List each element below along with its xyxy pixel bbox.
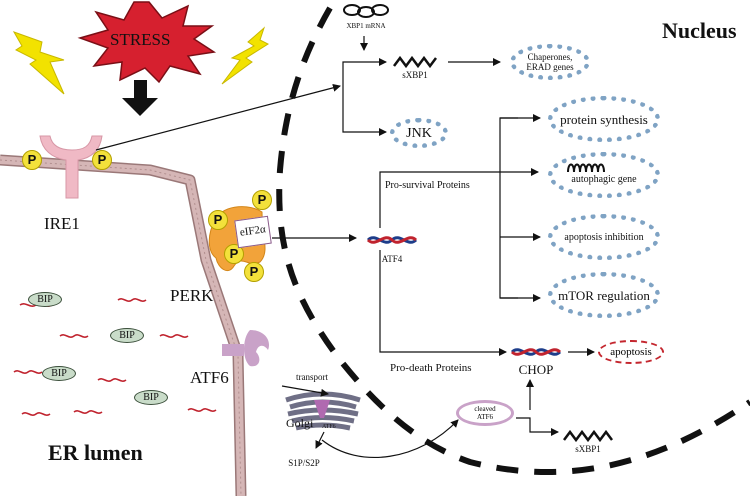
ire1-phospho-left: P <box>22 150 42 170</box>
er-membrane <box>0 154 247 496</box>
golgi-stack <box>285 391 361 431</box>
stress-burst <box>77 1 217 84</box>
apoptosis-label: apoptosis <box>610 346 652 358</box>
apoptosis-inhibition-box: apoptosis inhibition <box>548 214 660 260</box>
mtor-regulation-label: mTOR regulation <box>558 287 650 303</box>
sxbp1-zigzag-icon <box>393 55 437 69</box>
perk-phospho-2: P <box>208 210 228 230</box>
jnk-box: JNK <box>390 118 448 148</box>
stress-label: STRESS <box>110 30 171 49</box>
apoptosis-box: apoptosis <box>598 340 664 364</box>
pro-survival-label: Pro-survival Proteins <box>385 180 470 191</box>
chop-dna-icon <box>510 348 562 356</box>
ire1-phospho-right: P <box>92 150 112 170</box>
eif2a-box: eIF2α <box>234 215 272 249</box>
bip-protein: BIP <box>134 390 168 405</box>
eif2a-label: eIF2α <box>239 223 267 239</box>
ire1-label: IRE1 <box>44 214 80 233</box>
sxbp1-bottom-zigzag-icon <box>563 429 613 443</box>
ire1-receptor <box>39 135 103 199</box>
xbp1-mrna-label: XBP1 mRNA <box>346 22 386 30</box>
transport-label: transport <box>296 372 328 382</box>
bip-protein: BIP <box>110 328 144 343</box>
ribosome-squiggles <box>13 298 217 416</box>
s1p-s2p-label: S1P/S2P <box>288 458 320 468</box>
er-lumen-label: ER lumen <box>48 440 143 465</box>
golgi-label: Golgi <box>286 416 314 430</box>
atf6-receptor <box>222 330 270 367</box>
perk-phospho-3: P <box>224 244 244 264</box>
golgi-atf6-label: ATF6 <box>322 424 336 430</box>
apoptosis-inhibition-label: apoptosis inhibition <box>564 231 644 243</box>
nucleus-boundary <box>276 6 750 476</box>
cleaved-atf6-label: cleaved ATF6 <box>474 405 496 421</box>
stress-down-arrow <box>122 80 158 116</box>
pathway-arrows <box>95 36 595 459</box>
perk-phospho-4: P <box>244 262 264 282</box>
xbp1-mrna-icon <box>343 4 389 18</box>
perk-phospho-1: P <box>252 190 272 210</box>
nucleus-label: Nucleus <box>662 18 737 43</box>
sxbp1-label: sXBP1 <box>402 70 428 80</box>
atf6-label: ATF6 <box>190 368 229 387</box>
bip-protein: BIP <box>42 366 76 381</box>
sxbp1-bottom-label: sXBP1 <box>575 444 601 454</box>
bip-protein: BIP <box>28 292 62 307</box>
protein-synthesis-box: protein synthesis <box>548 96 660 142</box>
lightning-bolt-right <box>221 26 270 85</box>
perk-label: PERK <box>170 286 214 305</box>
chaperones-erad-label: Chaperones, ERAD genes <box>526 52 574 72</box>
pro-death-label: Pro-death Proteins <box>390 362 472 374</box>
autophagic-gene-label: autophagic gene <box>571 174 637 185</box>
autophagic-gene-box: autophagic gene <box>548 152 660 198</box>
cleaved-atf6-box: cleaved ATF6 <box>456 400 514 426</box>
mtor-regulation-box: mTOR regulation <box>548 272 660 318</box>
jnk-label: JNK <box>406 125 432 141</box>
chaperones-erad-box: Chaperones, ERAD genes <box>510 44 590 80</box>
protein-synthesis-label: protein synthesis <box>560 111 648 127</box>
chop-label: CHOP <box>518 362 554 377</box>
atf4-label: ATF4 <box>381 254 403 264</box>
atf4-dna-icon <box>366 236 418 244</box>
lightning-bolt-left <box>12 31 65 95</box>
